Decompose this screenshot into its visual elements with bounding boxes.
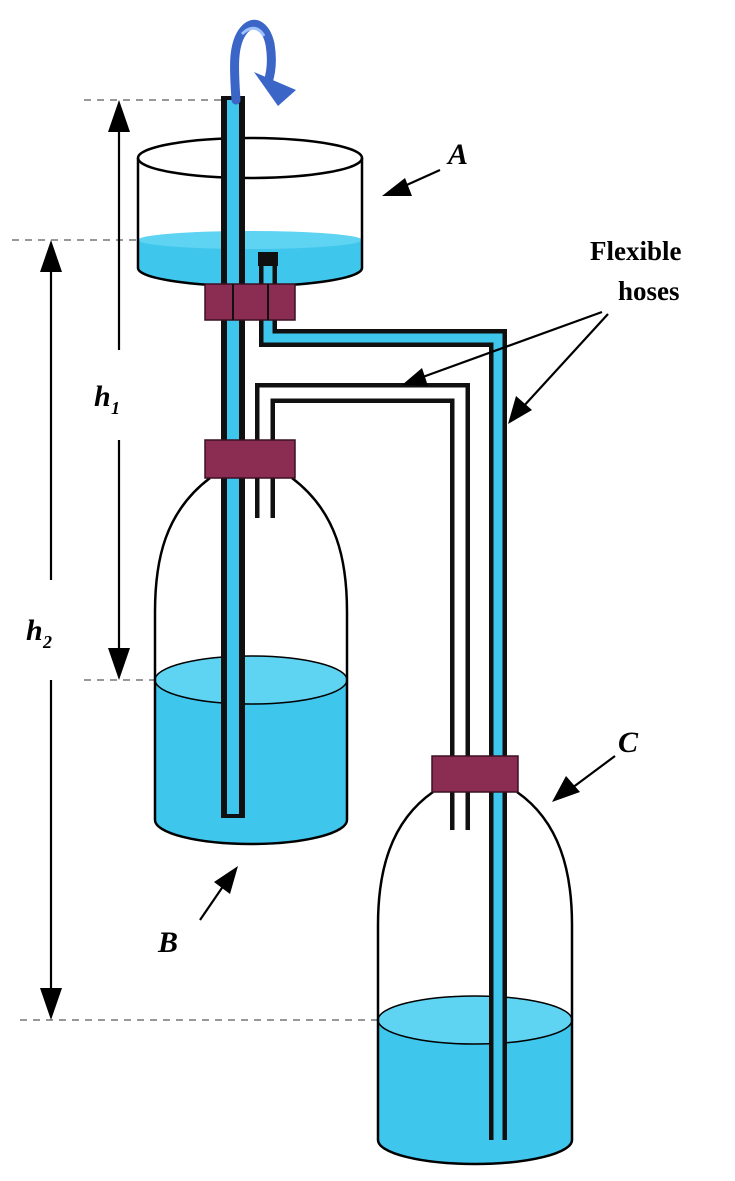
- arrow-to-hose-right: [521, 313, 609, 409]
- stopper-basin-a: [204, 283, 296, 321]
- bottle-b-outline: [153, 477, 349, 846]
- svg-text:1: 1: [111, 398, 120, 418]
- bottle-c-outline: [376, 790, 574, 1166]
- dimension-h1: [108, 100, 130, 680]
- arrow-to-bottle-b: [199, 881, 227, 921]
- bottle-c-water: [378, 1020, 572, 1164]
- arrow-to-bottle-c: [571, 755, 616, 789]
- label-b: B: [157, 926, 178, 959]
- pointer-arrows: [199, 168, 616, 921]
- svg-text:h: h: [94, 380, 111, 413]
- basin-a-water: [138, 240, 362, 286]
- basin-a-rim: [136, 136, 364, 180]
- label-h1: h 1: [94, 380, 120, 418]
- label-h2: h 2: [26, 614, 52, 652]
- bottle-b: [153, 477, 349, 846]
- basin-a: [136, 136, 364, 288]
- stopper-bottle-b: [204, 439, 296, 479]
- label-a: A: [446, 138, 468, 171]
- bottle-b-water-surface: [154, 655, 348, 705]
- svg-text:2: 2: [42, 632, 52, 652]
- outflow-arrow: [230, 19, 296, 106]
- bottle-c-water-surface: [377, 995, 573, 1045]
- arrow-to-hose-upper: [419, 310, 603, 380]
- bottle-b-water: [155, 680, 347, 844]
- stopper-bottle-c: [431, 755, 519, 793]
- dimension-h2: [40, 240, 62, 1020]
- stoppers: [204, 283, 519, 793]
- label-flexible-hoses-line1: Flexible: [590, 236, 681, 266]
- label-c: C: [618, 726, 639, 759]
- label-flexible-hoses-line2: hoses: [618, 276, 680, 306]
- bottle-c: [376, 790, 574, 1166]
- basin-a-water-surface: [138, 231, 362, 249]
- svg-text:h: h: [26, 614, 43, 647]
